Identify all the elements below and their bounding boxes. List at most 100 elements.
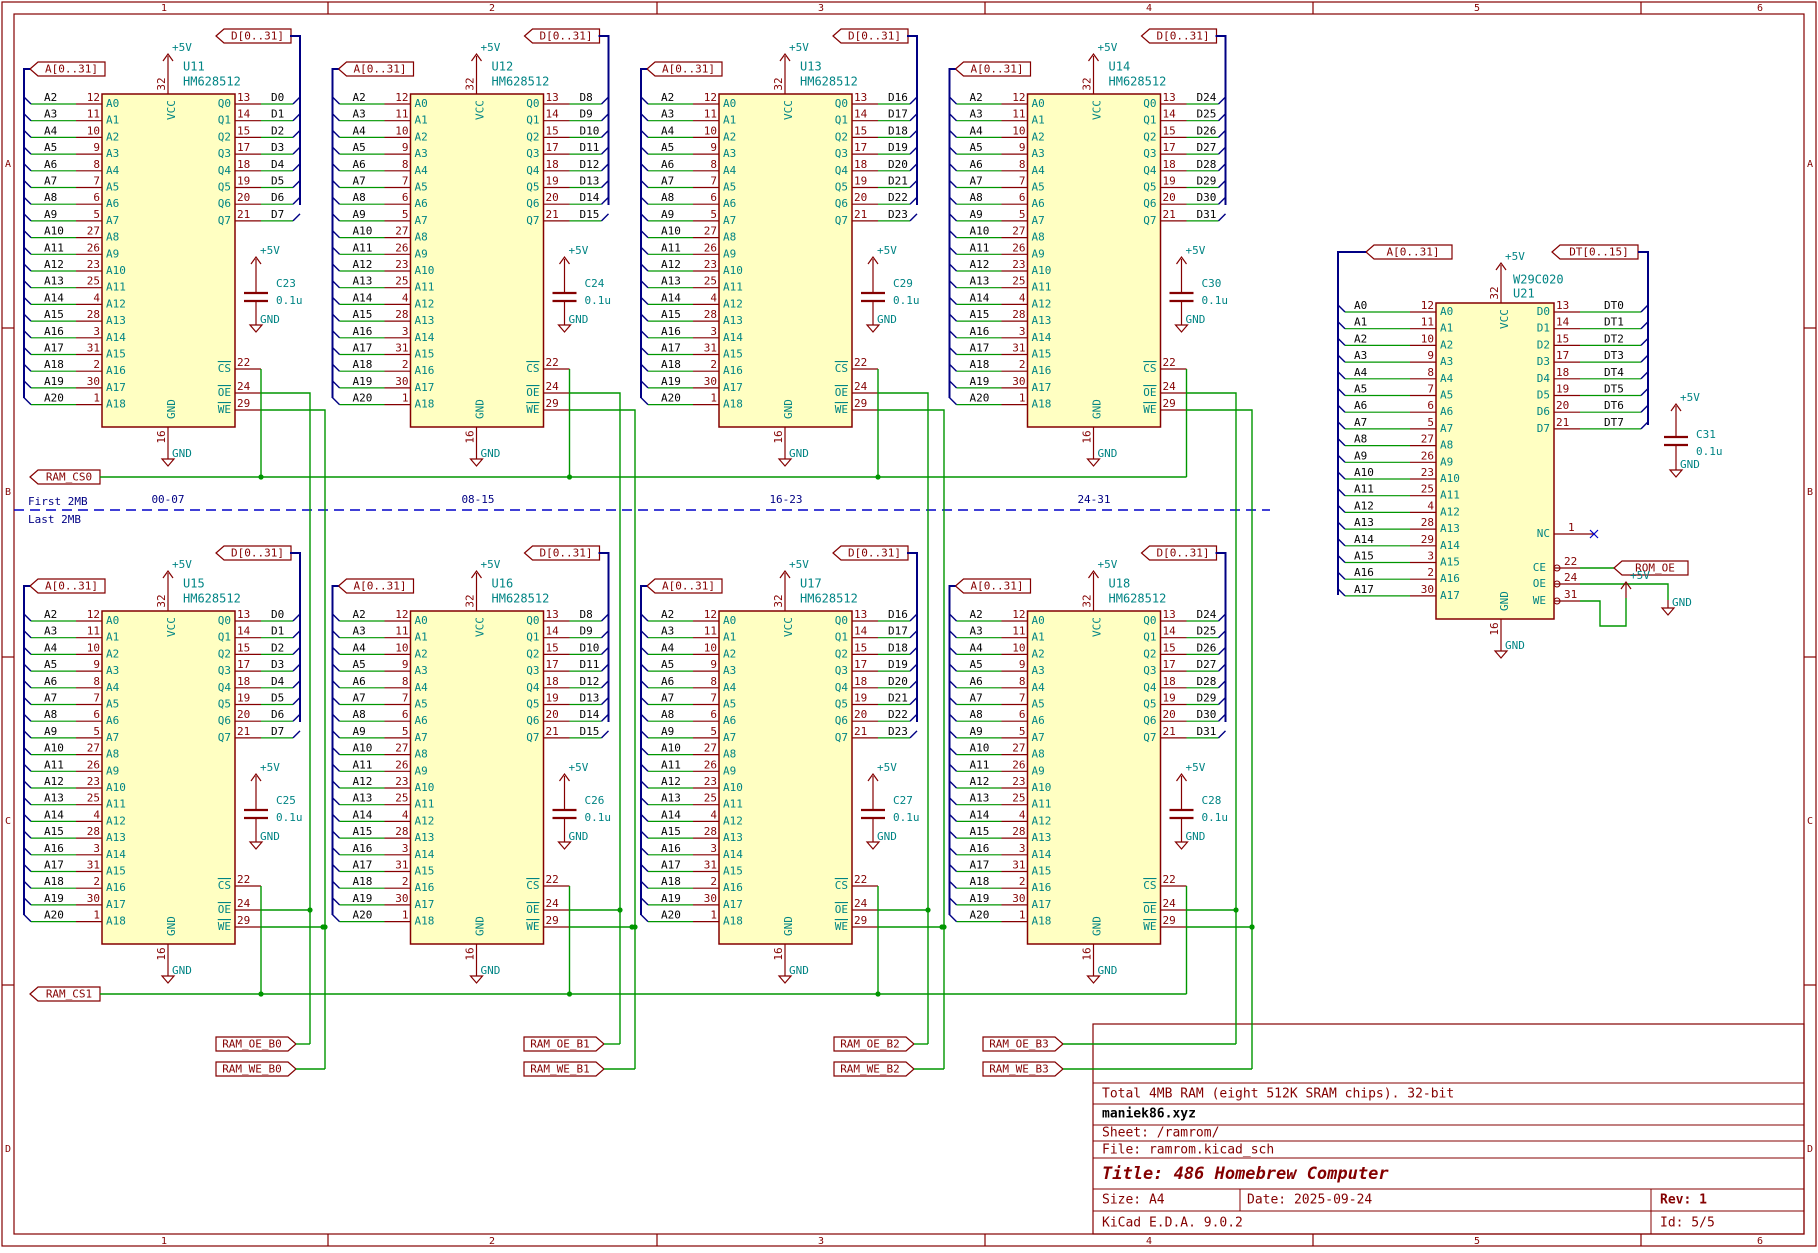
address-pin-name: A18 bbox=[723, 398, 743, 411]
bus-entry bbox=[23, 397, 32, 406]
data-net-label: D4 bbox=[271, 675, 285, 688]
address-net-label: A8 bbox=[353, 191, 366, 204]
address-pin-name: A18 bbox=[1032, 398, 1052, 411]
gnd-symbol: GND bbox=[1668, 458, 1700, 478]
address-pin-name: A3 bbox=[723, 664, 736, 677]
rom-address-pin-num: 23 bbox=[1421, 466, 1434, 479]
data-bus-label: D[0..31] bbox=[832, 28, 909, 44]
gnd-triangle bbox=[865, 324, 881, 333]
data-pin-name: Q1 bbox=[835, 631, 848, 644]
oe-strobe-label: RAM_OE_B1 bbox=[523, 1036, 605, 1052]
address-net-label: A17 bbox=[353, 342, 373, 355]
chip-ref: U11 bbox=[183, 60, 205, 74]
data-pin-num: 20 bbox=[237, 708, 250, 721]
bus-entry bbox=[1218, 163, 1226, 172]
address-pin-num: 11 bbox=[1012, 625, 1025, 638]
address-pin-name: A12 bbox=[106, 814, 126, 827]
title-block: Total 4MB RAM (eight 512K SRAM chips). 3… bbox=[1092, 1023, 1805, 1235]
address-pin-name: A10 bbox=[415, 781, 435, 794]
data-net-label: D25 bbox=[1197, 625, 1217, 638]
bus-entry bbox=[640, 780, 649, 789]
we-rail bbox=[569, 409, 636, 1069]
byte-lane-label: 00-07 bbox=[151, 493, 184, 506]
data-net-label: D6 bbox=[271, 191, 284, 204]
control-pin-name: WE bbox=[1143, 920, 1156, 933]
bus-entry bbox=[949, 880, 957, 889]
address-pin-name: A5 bbox=[1032, 698, 1045, 711]
bus-entry bbox=[949, 613, 957, 622]
address-pin-num: 28 bbox=[1012, 825, 1025, 838]
rom-ce-label: ROM_OE bbox=[1613, 560, 1689, 576]
row-label: C bbox=[1807, 816, 1813, 827]
data-net-label: D19 bbox=[888, 658, 908, 671]
address-net-label: A6 bbox=[353, 675, 366, 688]
bus-entry bbox=[909, 630, 918, 639]
vcc-pin-num: 32 bbox=[155, 594, 168, 607]
plus5v-label: +5V bbox=[1505, 250, 1525, 263]
data-pin-num: 19 bbox=[1163, 692, 1176, 705]
bus-entry bbox=[23, 914, 32, 923]
data-net-label: D27 bbox=[1197, 658, 1217, 671]
bus-entry bbox=[949, 897, 957, 906]
data-bus bbox=[1215, 552, 1227, 722]
plus5v-symbol: +5V bbox=[471, 41, 501, 70]
bus-entry bbox=[23, 280, 32, 289]
oe-strobe-label: RAM_OE_B0 bbox=[215, 1036, 297, 1052]
rom-data-pin-num: 13 bbox=[1556, 299, 1569, 312]
address-pin-num: 2 bbox=[93, 875, 100, 888]
hier-label-shape bbox=[833, 1036, 915, 1052]
bus-entry bbox=[1337, 337, 1346, 346]
address-pin-name: A7 bbox=[106, 214, 119, 227]
bus-entry bbox=[1337, 404, 1346, 413]
rom-address-net: A17 bbox=[1354, 583, 1374, 596]
address-net-label: A4 bbox=[970, 124, 984, 137]
bus-entry bbox=[949, 113, 957, 122]
plus5v-symbol: +5V bbox=[1088, 558, 1118, 587]
address-net-label: A9 bbox=[970, 208, 983, 221]
control-pin-name: OE bbox=[1143, 903, 1156, 916]
power-arrow bbox=[162, 569, 174, 579]
data-net-label: D26 bbox=[1197, 124, 1217, 137]
data-pin-num: 19 bbox=[1163, 175, 1176, 188]
data-pin-num: 19 bbox=[237, 692, 250, 705]
rom-address-net: A0 bbox=[1354, 299, 1367, 312]
address-pin-name: A6 bbox=[723, 197, 736, 210]
rom-data-net: DT1 bbox=[1604, 316, 1624, 329]
chip-ref: U16 bbox=[492, 577, 514, 591]
data-pin-name: Q7 bbox=[1143, 214, 1156, 227]
address-pin-name: A15 bbox=[415, 348, 435, 361]
data-net-label: D22 bbox=[888, 708, 908, 721]
chip-part: HM628512 bbox=[1109, 592, 1167, 606]
tb-sheet: Sheet: /ramrom/ bbox=[1102, 1126, 1219, 1141]
bus-entry bbox=[1218, 146, 1226, 155]
address-pin-num: 5 bbox=[710, 208, 717, 221]
gnd-pin-num: 16 bbox=[772, 430, 785, 443]
inner-border bbox=[13, 13, 1805, 1235]
hier-label-shape bbox=[215, 1061, 297, 1077]
address-pin-name: A16 bbox=[106, 364, 126, 377]
address-pin-num: 4 bbox=[710, 808, 717, 821]
control-pin-name: OE bbox=[218, 903, 231, 916]
address-pin-num: 2 bbox=[402, 875, 409, 888]
address-pin-num: 1 bbox=[1019, 392, 1026, 405]
data-pin-name: Q4 bbox=[526, 164, 540, 177]
address-pin-name: A8 bbox=[723, 748, 736, 761]
bus-entry bbox=[332, 313, 340, 322]
address-net-label: A4 bbox=[970, 641, 984, 654]
gnd-label: GND bbox=[172, 447, 192, 460]
address-net-label: A20 bbox=[44, 392, 64, 405]
data-pin-name: Q0 bbox=[218, 614, 231, 627]
data-net-label: D7 bbox=[271, 208, 284, 221]
address-net-label: A2 bbox=[661, 608, 674, 621]
sram-body bbox=[409, 93, 545, 428]
bus-entry bbox=[332, 680, 340, 689]
control-pin-name: WE bbox=[835, 403, 848, 416]
data-pin-name: Q3 bbox=[526, 664, 539, 677]
rom-body bbox=[1435, 302, 1555, 620]
gnd-triangle bbox=[160, 458, 176, 467]
bus-entry bbox=[292, 180, 301, 188]
address-net-label: A9 bbox=[44, 208, 57, 221]
data-bus bbox=[290, 552, 301, 722]
power-arrow bbox=[471, 569, 482, 579]
gnd-pin-name: GND bbox=[782, 399, 795, 419]
